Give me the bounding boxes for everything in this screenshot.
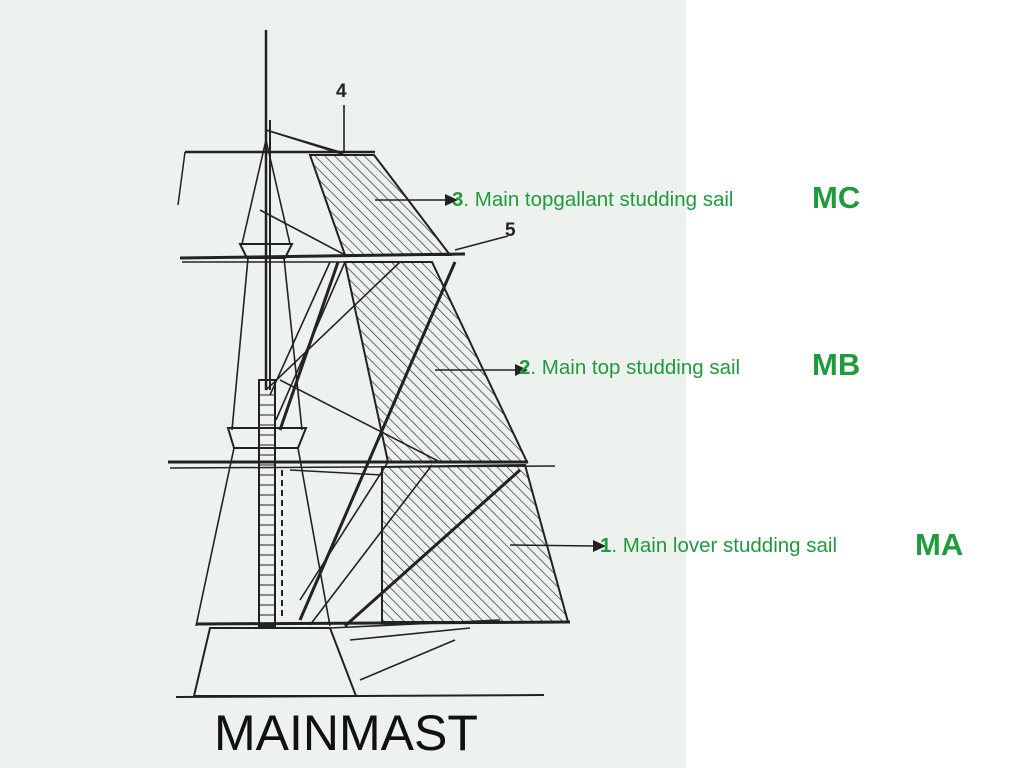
sail-name-topgallant: . Main topgallant studding sail bbox=[463, 188, 734, 211]
callout-number-5: 5 bbox=[505, 220, 516, 241]
sail-code-mc: MC bbox=[812, 180, 861, 215]
hull-base bbox=[192, 627, 358, 697]
drawing-paper bbox=[0, 0, 686, 768]
callout-number-4: 4 bbox=[336, 81, 347, 102]
sail-code-mb: MB bbox=[812, 347, 861, 382]
callout-arrow-3 bbox=[445, 194, 458, 206]
shrouds bbox=[195, 129, 501, 681]
sail-number-1: 1 bbox=[600, 534, 612, 557]
sail-topgallant-hatched bbox=[308, 154, 453, 256]
mast-ladder bbox=[259, 394, 275, 616]
diagram-title: MAINMAST bbox=[214, 705, 478, 761]
sail-top-hatched bbox=[343, 261, 529, 463]
sail-code-ma: MA bbox=[915, 527, 964, 562]
sail-number-2: 2 bbox=[519, 356, 531, 379]
lower-mast bbox=[258, 379, 276, 627]
callout-arrow-1 bbox=[593, 540, 606, 552]
callout-leaders bbox=[343, 105, 596, 547]
sail-lower-hatched bbox=[381, 463, 570, 623]
deck-line bbox=[175, 694, 545, 698]
topgallant-yard bbox=[179, 252, 466, 260]
sail-label-topgallant: 3. Main topgallant studding sail bbox=[452, 188, 734, 211]
crosstrees bbox=[238, 243, 294, 259]
heavy-braces bbox=[278, 261, 521, 628]
sail-name-lower: . Main lover studding sail bbox=[611, 534, 838, 557]
royal-yard-left-drop bbox=[177, 151, 186, 206]
sail-name-top: . Main top studding sail bbox=[530, 356, 741, 379]
sail-label-lower: 1. Main lover studding sail bbox=[600, 534, 838, 557]
main-yard bbox=[195, 620, 571, 626]
top-yard-2 bbox=[169, 465, 556, 469]
callout-arrow-2 bbox=[515, 364, 528, 376]
sail-label-top: 2. Main top studding sail bbox=[519, 356, 741, 379]
sail-number-3: 3 bbox=[452, 188, 464, 211]
